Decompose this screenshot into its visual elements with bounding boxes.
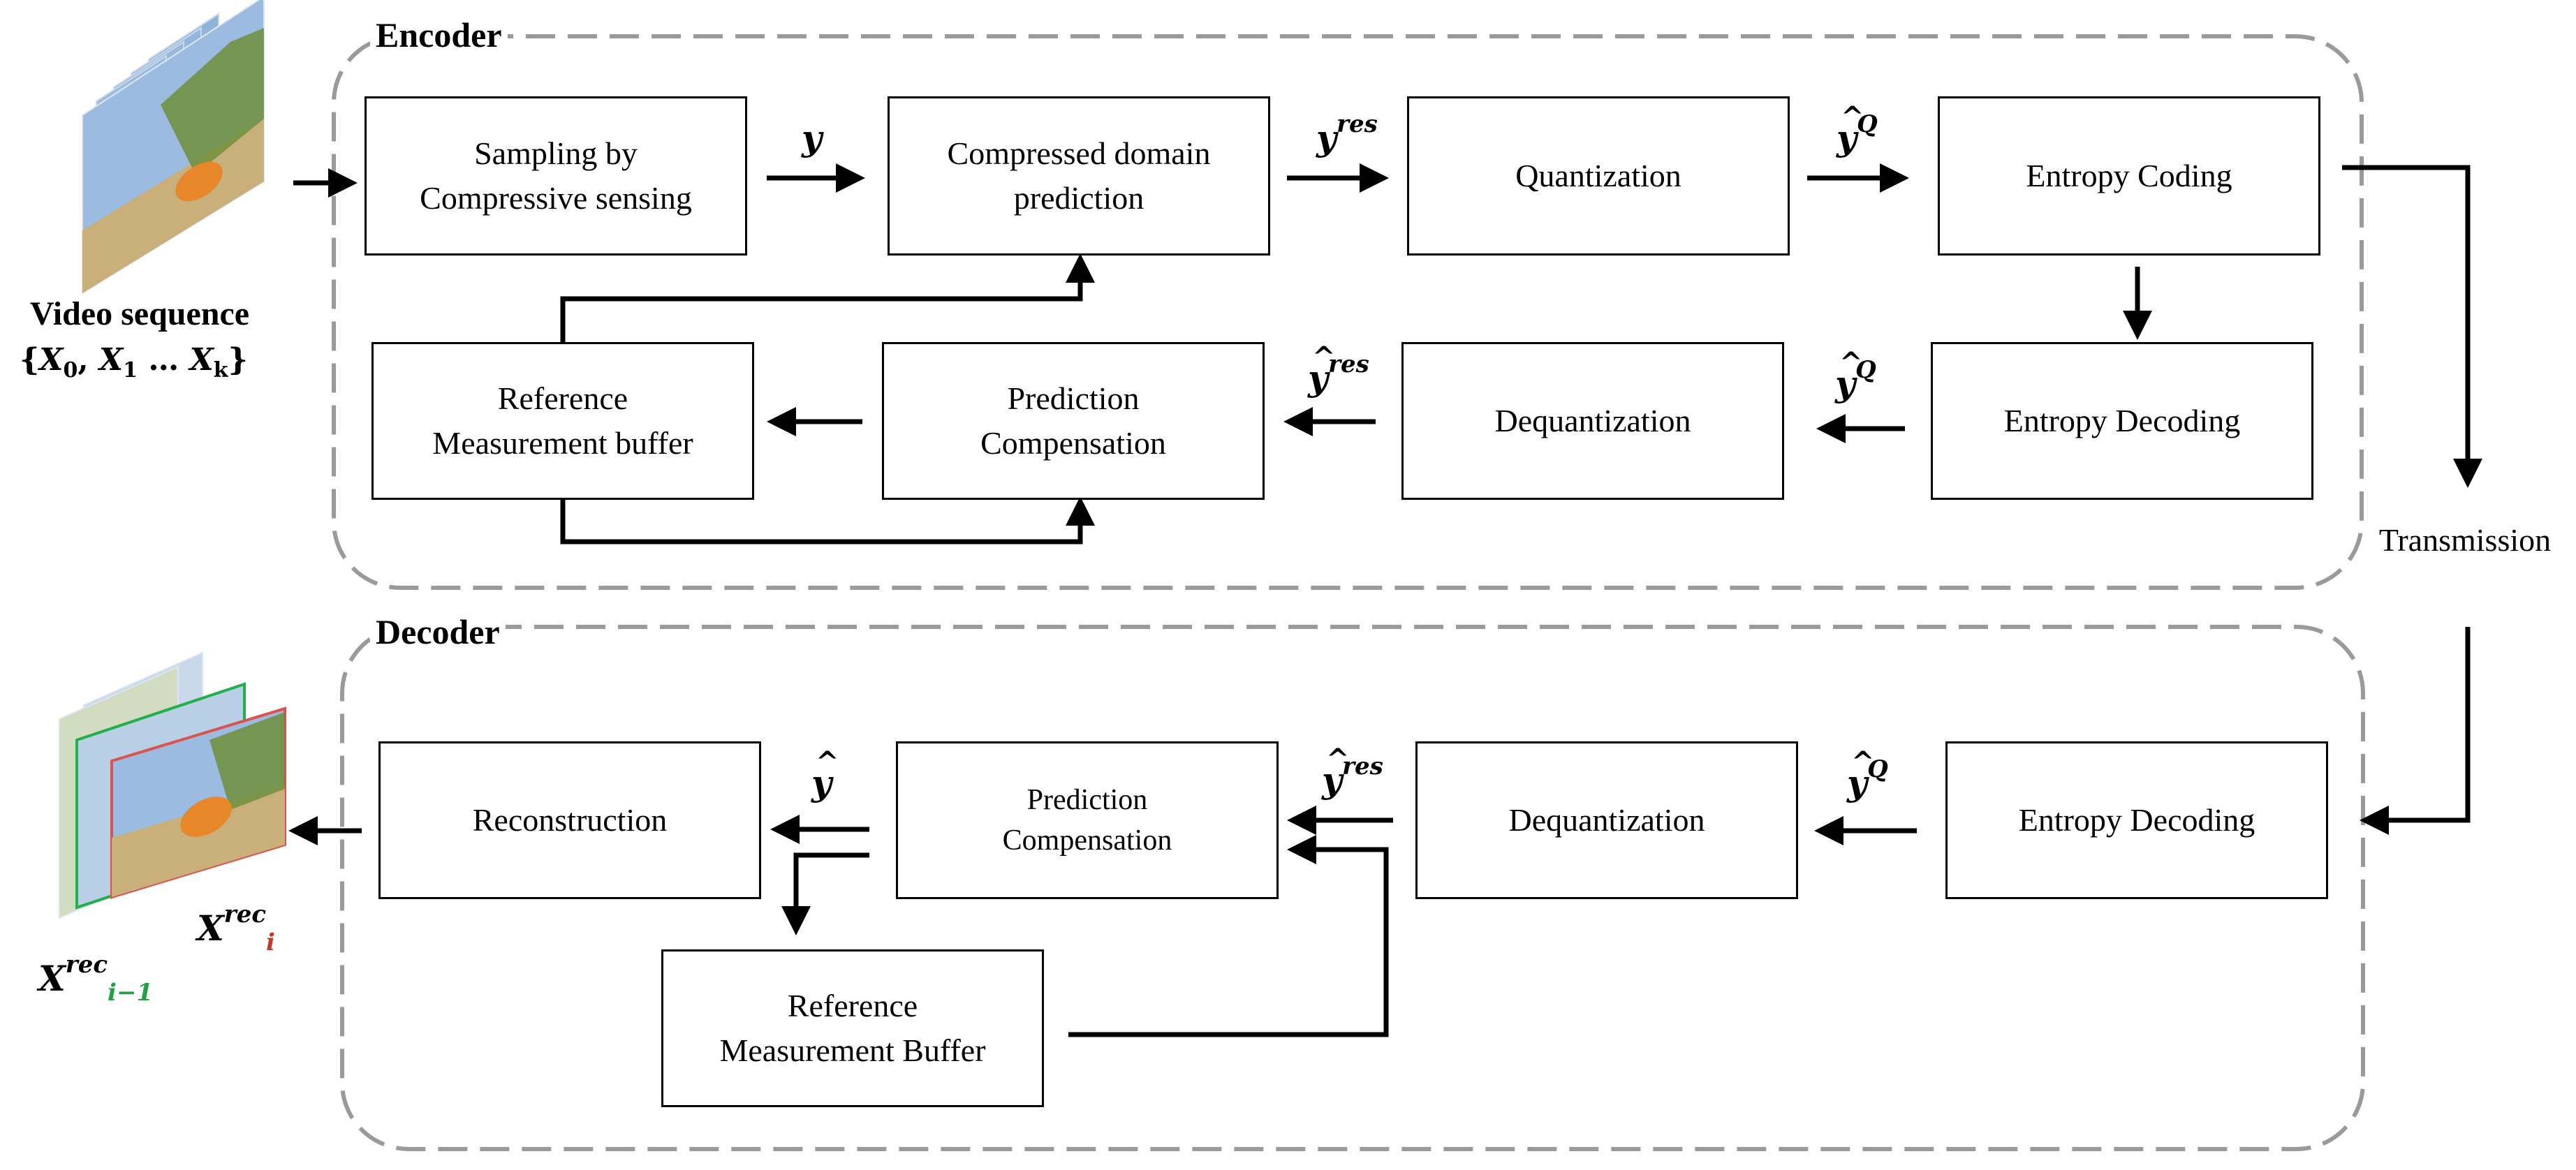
input-frame-fox xyxy=(175,161,223,202)
compressed-domain-prediction-label: Compressed domain prediction xyxy=(947,135,1211,216)
encoder-prediction-compensation-box: Prediction Compensation xyxy=(882,342,1265,500)
arrow-buffer-to-compensation xyxy=(560,496,1095,545)
label-y-quantized-feedback: yQ xyxy=(1835,342,1876,405)
output-frame-current-ground xyxy=(112,785,285,897)
decoder-dequantization-label: Dequantization xyxy=(1508,802,1705,838)
decoder-group-outline xyxy=(340,625,2365,1151)
input-frame-grass xyxy=(161,28,264,175)
reconstruction-box: Reconstruction xyxy=(378,741,761,899)
label-x-rec-current: Xreci xyxy=(197,901,275,956)
decoder-entropy-decoding-box: Entropy Decoding xyxy=(1945,741,2328,899)
label-y-residual-sup: res xyxy=(1337,110,1378,138)
arrow-buffer-to-compensation-decoder xyxy=(1068,835,1389,1037)
transmission-line-lower xyxy=(2360,627,2471,835)
compressed-domain-prediction-box: Compressed domain prediction xyxy=(888,96,1270,256)
arrow-buffer-to-prediction xyxy=(560,253,1095,342)
encoder-dequantization-label: Dequantization xyxy=(1494,403,1691,438)
sequence-x1-sub: 1 xyxy=(123,358,138,383)
sequence-open-brace: { xyxy=(20,342,40,378)
encoder-group-outline xyxy=(332,34,2364,590)
label-y-measurement: y xyxy=(802,117,823,158)
label-y-residual-dequantized: yres xyxy=(1308,336,1369,399)
encoder-entropy-decoding-box: Entropy Decoding xyxy=(1931,342,2313,500)
label-x-rec-previous-sub: i−1 xyxy=(108,979,154,1007)
encoder-prediction-compensation-label: Prediction Compensation xyxy=(980,380,1166,461)
encoder-dequantization-box: Dequantization xyxy=(1401,342,1784,500)
decoder-prediction-compensation-label: Prediction Compensation xyxy=(1002,784,1172,857)
label-y-quantized: yQ xyxy=(1837,96,1878,159)
sequence-close-brace: } xyxy=(228,342,248,378)
encoder-title: Encoder xyxy=(370,14,508,56)
decoder-dequantization-box: Dequantization xyxy=(1415,741,1798,899)
entropy-coding-label: Entropy Coding xyxy=(2026,158,2232,193)
decoder-prediction-compensation-box: Prediction Compensation xyxy=(896,741,1279,899)
label-x-rec-current-sup: rec xyxy=(223,901,267,928)
output-frame-current-fox xyxy=(180,797,232,837)
reconstruction-label: Reconstruction xyxy=(472,802,668,838)
quantization-box: Quantization xyxy=(1407,96,1790,256)
sequence-x0-sub: 0 xyxy=(63,358,78,383)
sampling-box: Sampling by Compressive sensing xyxy=(365,96,747,256)
transmission-line-upper xyxy=(2342,165,2482,488)
quantization-label: Quantization xyxy=(1515,158,1681,193)
label-x-rec-previous-sup: rec xyxy=(65,951,108,979)
entropy-coding-box: Entropy Coding xyxy=(1938,96,2320,256)
decoder-entropy-decoding-label: Entropy Decoding xyxy=(2018,802,2255,838)
input-frame-ground xyxy=(82,119,264,293)
label-y-residual: yres xyxy=(1316,110,1378,158)
video-sequence-set: {X0, X1 … Xk} xyxy=(20,342,248,383)
sequence-x0: X xyxy=(39,342,64,378)
output-frame-current-grass xyxy=(209,712,285,810)
label-x-rec-current-sub: i xyxy=(266,928,275,956)
sequence-ellipsis: … xyxy=(148,342,179,378)
sequence-xk-sub: k xyxy=(213,358,228,383)
encoder-reference-buffer-label: Reference Measurement buffer xyxy=(432,380,693,461)
input-video-frames xyxy=(82,0,265,295)
label-y-hat-decoder: y xyxy=(811,741,839,804)
encoder-entropy-decoding-label: Entropy Decoding xyxy=(2003,403,2241,438)
output-video-frames xyxy=(59,651,286,919)
arrow-compensation-to-buffer-decoder xyxy=(781,852,869,935)
sequence-xk: X xyxy=(189,342,214,378)
video-sequence-label: Video sequence xyxy=(29,295,250,332)
transmission-label: Transmission xyxy=(2378,522,2552,558)
label-x-rec-previous: Xreci−1 xyxy=(38,951,154,1007)
sequence-x1: X xyxy=(98,342,124,378)
sampling-label: Sampling by Compressive sensing xyxy=(420,135,692,216)
label-y-quantized-decoder: yQ xyxy=(1847,741,1888,804)
label-y-residual-decoder: yres xyxy=(1322,739,1383,801)
decoder-reference-buffer-box: Reference Measurement Buffer xyxy=(661,949,1044,1107)
decoder-title: Decoder xyxy=(370,611,506,653)
encoder-reference-buffer-box: Reference Measurement buffer xyxy=(371,342,754,500)
decoder-reference-buffer-label: Reference Measurement Buffer xyxy=(719,988,986,1068)
